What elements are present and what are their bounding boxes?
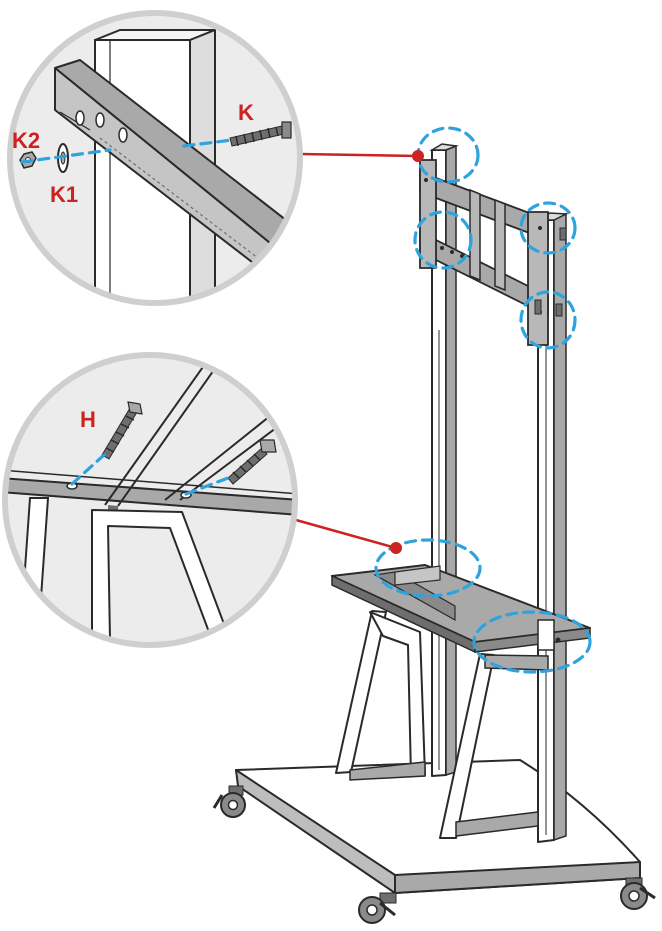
screw-k-icon: [229, 121, 292, 147]
label-k1: K1: [50, 182, 78, 207]
screw-h-icon: [101, 401, 143, 460]
label-k2: K2: [12, 128, 40, 153]
highlight-mid-right-bolt: [519, 290, 577, 350]
caster-front-left: [358, 892, 397, 924]
callout-dot-bottom: [390, 542, 402, 554]
shelf-legs: [335, 610, 549, 839]
label-h: H: [80, 407, 96, 432]
callout-lines: [295, 150, 424, 554]
base-plate: [235, 759, 641, 894]
highlight-shelf-front: [472, 610, 592, 674]
tv-stand: [212, 143, 656, 924]
vesa-mount-frame: [419, 159, 567, 346]
screw-right-icon: [227, 439, 277, 485]
highlight-shelf-rear: [374, 538, 482, 598]
highlight-top-right-bolt: [519, 201, 577, 255]
callout-dot-top: [412, 150, 424, 162]
caster-front-right: [620, 877, 656, 910]
detail-circle-top: K K2 K1: [7, 10, 303, 306]
caster-rear-left: [212, 785, 246, 818]
shelf: [331, 564, 591, 654]
dashed-highlights: [374, 126, 592, 674]
highlight-mid-left-bolt: [413, 210, 473, 270]
detail-circle-bottom: H: [2, 352, 298, 648]
label-k: K: [238, 100, 254, 125]
